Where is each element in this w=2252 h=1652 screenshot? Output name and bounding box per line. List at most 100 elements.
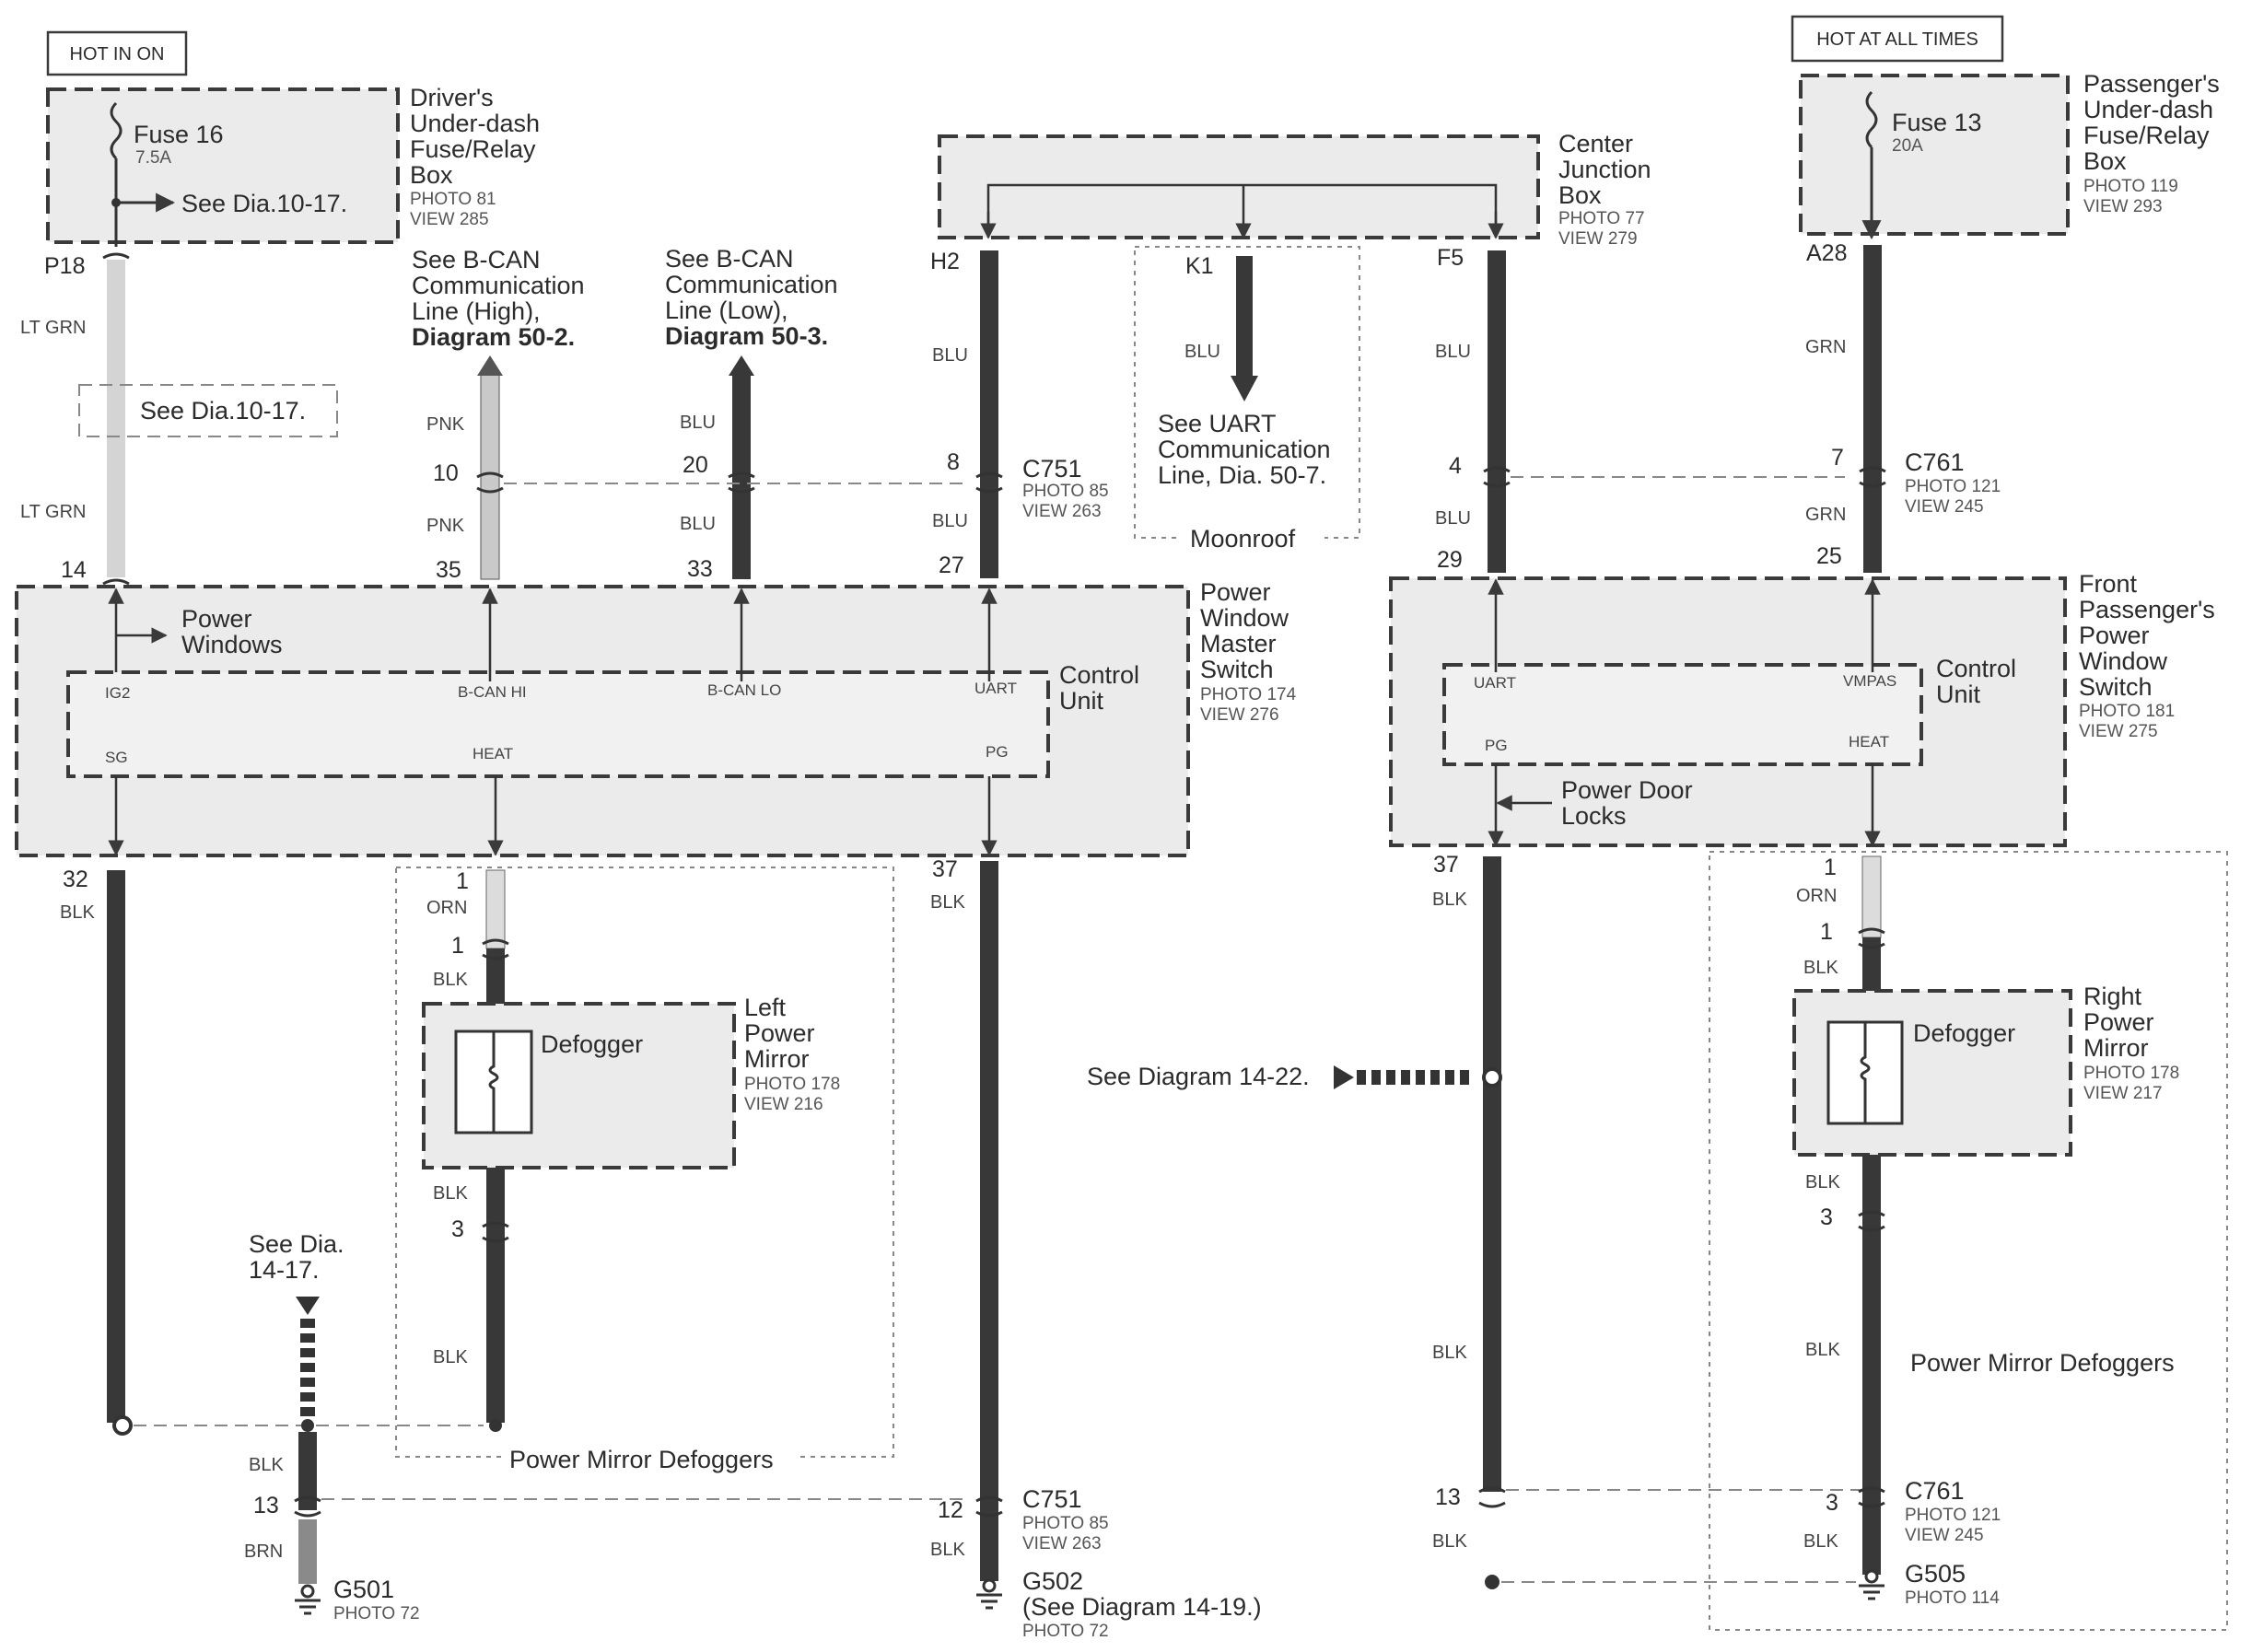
left-mirror-label-2: Power xyxy=(744,1019,815,1047)
wire-blu-k1 xyxy=(1236,256,1253,376)
pin-k1: K1 xyxy=(1185,253,1214,279)
c751-bottom-label: C751 xyxy=(1022,1485,1082,1513)
right-mirror-view: VIEW 217 xyxy=(2083,1084,2163,1103)
arrow-up-icon xyxy=(477,355,503,376)
pin-a28: A28 xyxy=(1806,240,1847,266)
master-pin-uart: UART xyxy=(974,680,1017,697)
splice-point xyxy=(301,1419,314,1432)
fuse-16-icon xyxy=(110,101,123,160)
splice-point xyxy=(489,1419,502,1432)
right-mirror-pin-1b: 1 xyxy=(1820,919,1833,945)
passenger-switch-label-4: Window xyxy=(2079,647,2168,675)
master-pin-bcan-hi: B-CAN HI xyxy=(458,683,527,701)
pin-27: 27 xyxy=(939,553,964,578)
wire-orn-right xyxy=(1861,855,1882,938)
pin-20: 20 xyxy=(683,452,708,478)
hot-in-on-box xyxy=(46,30,188,76)
bcan-low-2: Communication xyxy=(665,271,838,298)
passenger-switch-label-5: Switch xyxy=(2079,673,2153,701)
master-label-4: Switch xyxy=(1200,656,1274,683)
right-group-label: Power Mirror Defoggers xyxy=(1910,1349,2175,1377)
passenger-control-2: Unit xyxy=(1936,681,1981,708)
wire-blu-f5 xyxy=(1488,250,1506,573)
g501-photo: PHOTO 72 xyxy=(333,1604,420,1623)
passenger-switch-photo: PHOTO 181 xyxy=(2079,702,2175,721)
bcan-low-3: Line (Low), xyxy=(665,297,788,324)
wire-pnk xyxy=(480,372,500,580)
master-pin-ig2: IG2 xyxy=(105,684,130,702)
hot-at-all-times-label: HOT AT ALL TIMES xyxy=(1816,29,1978,50)
wire-lt-grn xyxy=(107,260,125,577)
wire-label-blu-2: BLU xyxy=(680,514,716,534)
driver-fuse-box xyxy=(46,87,400,244)
wire-label-blk-3: BLK xyxy=(433,1183,468,1204)
ground-icon xyxy=(295,1584,321,1615)
passenger-control-1: Control xyxy=(1936,655,2016,682)
wire-blk-37 xyxy=(980,861,998,1581)
master-view: VIEW 276 xyxy=(1200,705,1279,725)
wire-blk-37-right xyxy=(1483,856,1501,1492)
fuse-16-name: Fuse 16 xyxy=(134,121,224,148)
driver-fuse-label-2: Under-dash xyxy=(410,110,540,137)
pin-f5: F5 xyxy=(1437,245,1464,271)
passenger-switch-label-3: Power xyxy=(2079,622,2150,649)
master-control-1: Control xyxy=(1059,661,1139,689)
left-mirror-pin-1b: 1 xyxy=(451,933,464,959)
passenger-control-unit-box xyxy=(1442,663,1923,766)
c761-top-label: C761 xyxy=(1905,448,1965,476)
door-locks-1: Power Door xyxy=(1561,776,1693,804)
wire-blk-right-lower xyxy=(1862,1155,1881,1575)
right-mirror-label-3: Mirror xyxy=(2083,1034,2148,1062)
left-mirror-group-box xyxy=(395,867,894,1458)
uart-ref-3: Line, Dia. 50-7. xyxy=(1158,461,1326,489)
uart-ref-2: Communication xyxy=(1158,436,1331,463)
door-locks-2: Locks xyxy=(1561,802,1627,830)
g505-photo: PHOTO 114 xyxy=(1905,1588,2000,1608)
g505-pin-13: 13 xyxy=(1435,1484,1461,1510)
uart-ref-1: See UART xyxy=(1158,410,1277,437)
power-windows-1: Power xyxy=(181,605,252,633)
left-group-label-bg xyxy=(502,1441,797,1476)
heater-coil-icon xyxy=(488,1031,499,1133)
junction-label-2: Junction xyxy=(1558,156,1651,183)
master-pin-pg: PG xyxy=(986,743,1009,761)
wire-blk-g501 xyxy=(298,1432,317,1510)
hot-in-on-label: HOT IN ON xyxy=(70,44,165,64)
wire-label-grn-1: GRN xyxy=(1805,337,1846,357)
wire-blu-low xyxy=(732,373,751,579)
wire-blk-left-lower xyxy=(486,1168,505,1423)
arrow-right-icon xyxy=(1334,1065,1354,1089)
left-mirror-label-3: Mirror xyxy=(744,1045,809,1073)
master-pin-sg: SG xyxy=(105,749,128,766)
wire-blu-h2 xyxy=(980,250,998,578)
wire-label-blk-8: BLK xyxy=(1432,890,1467,910)
wire-label-blk-6: BLK xyxy=(930,892,965,913)
passenger-fuse-box-fill xyxy=(1801,76,2068,234)
wire-grn xyxy=(1863,245,1882,573)
pin-33: 33 xyxy=(687,556,713,582)
c761-bottom-label: C761 xyxy=(1905,1477,1965,1505)
dia-1417-1: See Dia. xyxy=(249,1230,344,1258)
wire-label-blu-4: BLU xyxy=(932,511,968,531)
master-label-3: Master xyxy=(1200,630,1277,657)
wire-label-orn-1: ORN xyxy=(426,898,467,918)
pin-p18: P18 xyxy=(44,253,85,279)
pin-37-left: 37 xyxy=(932,856,958,882)
g502-pin-12: 12 xyxy=(938,1497,963,1523)
bcan-high-1: See B-CAN xyxy=(412,246,541,273)
wire-label-blk-9: BLK xyxy=(1432,1343,1467,1363)
see-dia-1017-box xyxy=(78,384,338,437)
wire-blk-left-upper xyxy=(486,948,505,1018)
passenger-fuse-label-1: Passenger's xyxy=(2083,70,2220,98)
junction-label-1: Center xyxy=(1558,130,1633,157)
master-photo: PHOTO 174 xyxy=(1200,685,1297,704)
connector-marks xyxy=(102,252,1886,1518)
arrow-up-icon xyxy=(729,355,754,376)
wire-label-lt-grn-1: LT GRN xyxy=(20,318,87,338)
splice-point xyxy=(1482,1067,1502,1088)
fuse-13-name: Fuse 13 xyxy=(1892,109,1982,136)
master-pin-bcan-lo: B-CAN LO xyxy=(707,681,781,699)
g502-photo: PHOTO 72 xyxy=(1022,1622,1109,1641)
right-mirror-label-1: Right xyxy=(2083,983,2142,1010)
fuse-13-icon xyxy=(1865,90,1878,149)
